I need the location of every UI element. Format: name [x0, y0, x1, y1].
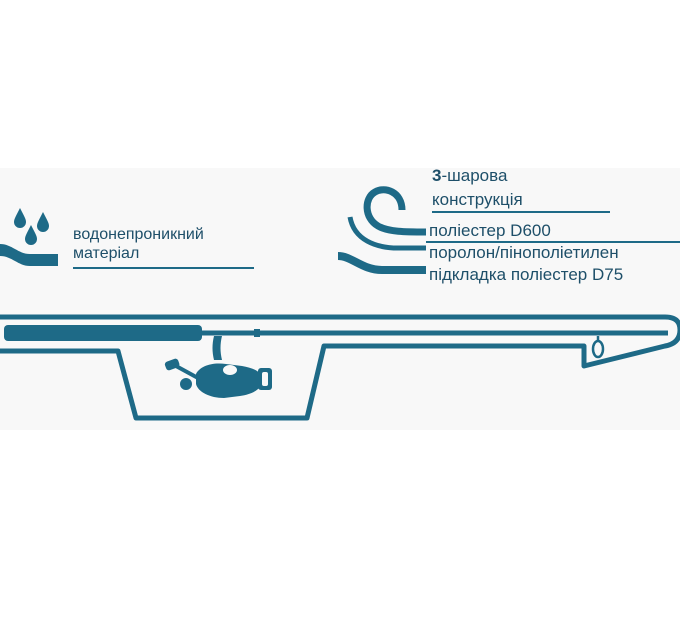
rod-guide-ring: [591, 339, 605, 359]
construction-title-rest: -шарова: [441, 166, 508, 185]
construction-title-line1: 3-шарова: [432, 166, 507, 186]
case-outline: [0, 314, 680, 421]
construction-title-line2: конструкція: [432, 190, 523, 209]
layer-label-1: поліестер D600: [429, 221, 551, 240]
rod-case-with-reel-icon: [0, 314, 680, 421]
layers-icon: [337, 186, 427, 274]
layer-label-2: поролон/пінополіетилен: [429, 243, 619, 262]
water-drops-icon: [0, 208, 58, 266]
construction-title-number: 3: [432, 166, 442, 185]
rod-ferrule: [254, 329, 260, 337]
layer-label-3: підкладка поліестер D75: [429, 265, 624, 284]
waterproof-label-line1: водонепроникний: [73, 226, 204, 243]
waterproof-label-line2: матеріал: [73, 245, 140, 262]
rod-butt: [4, 325, 202, 341]
reel: [164, 336, 272, 398]
